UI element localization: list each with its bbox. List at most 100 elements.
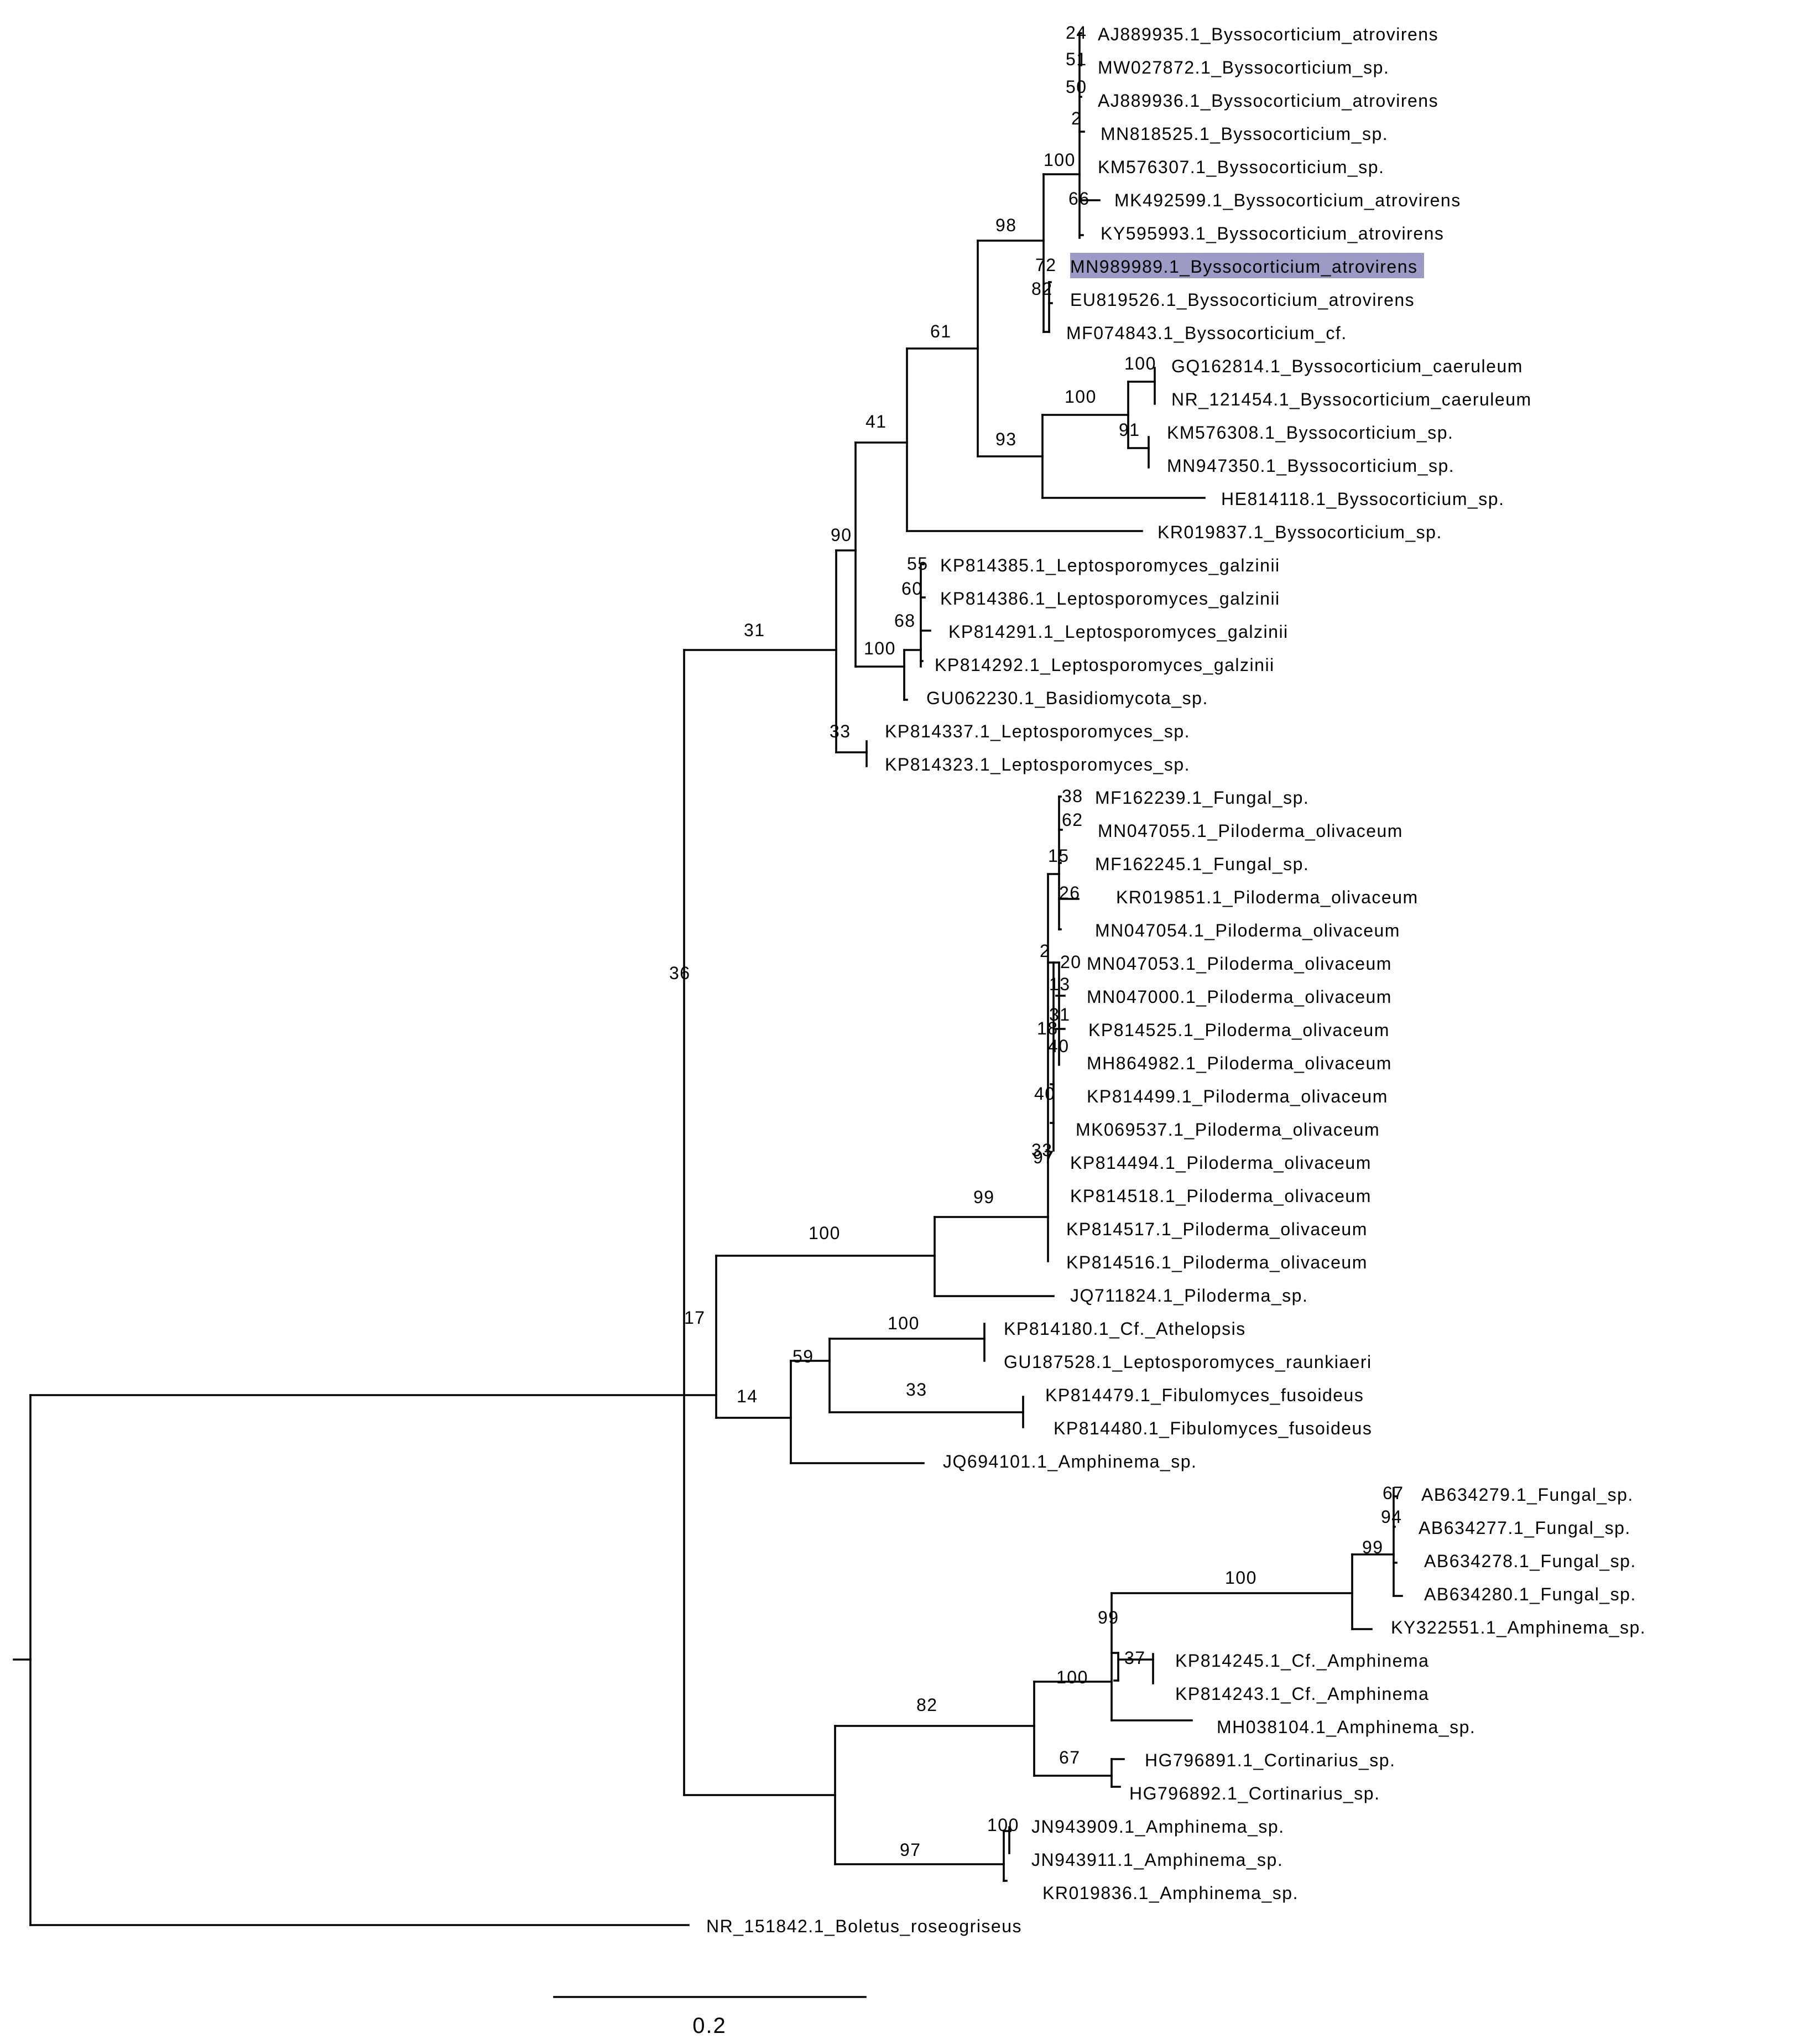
support-value: 66 (1068, 189, 1090, 209)
taxon-label: MN047000.1_Piloderma_olivaceum (1087, 987, 1392, 1007)
taxon-label: MW027872.1_Byssocorticium_sp. (1098, 58, 1389, 77)
scale-bar-label: 0.2 (692, 2014, 727, 2038)
support-value: 100 (1065, 387, 1097, 407)
tree-branches (13, 32, 1403, 1926)
taxon-label: AB634277.1_Fungal_sp. (1419, 1518, 1631, 1538)
taxon-label: GU062230.1_Basidiomycota_sp. (926, 688, 1208, 708)
support-value: 90 (831, 525, 852, 545)
taxon-label: KP814385.1_Leptosporomyces_galzinii (940, 555, 1280, 575)
support-value: 60 (901, 579, 923, 599)
support-value: 41 (865, 412, 887, 431)
taxon-label: KP814323.1_Leptosporomyces_sp. (885, 755, 1190, 774)
taxon-label: EU819526.1_Byssocorticium_atrovirens (1070, 290, 1415, 310)
taxon-label: KP814517.1_Piloderma_olivaceum (1066, 1219, 1368, 1239)
taxon-label: HG796891.1_Cortinarius_sp. (1145, 1750, 1395, 1770)
taxon-label: MH038104.1_Amphinema_sp. (1217, 1717, 1475, 1737)
taxon-label: KR019851.1_Piloderma_olivaceum (1116, 887, 1419, 907)
taxon-label: MK492599.1_Byssocorticium_atrovirens (1114, 190, 1461, 210)
taxon-label: KP814337.1_Leptosporomyces_sp. (885, 721, 1190, 741)
taxon-label-highlighted: MN989989.1_Byssocorticium_atrovirens (1070, 257, 1417, 277)
support-value: 2 (1040, 941, 1050, 961)
taxon-label: GQ162814.1_Byssocorticium_caeruleum (1171, 356, 1523, 376)
support-value: 100 (1044, 150, 1076, 170)
taxon-label: MF162239.1_Fungal_sp. (1095, 788, 1309, 808)
support-value: 2 (1071, 108, 1082, 128)
taxon-label: KP814180.1_Cf._Athelopsis (1004, 1319, 1246, 1339)
taxon-label: JN943911.1_Amphinema_sp. (1031, 1850, 1283, 1870)
support-value: 100 (1225, 1568, 1257, 1588)
support-value: 51 (1066, 49, 1087, 69)
support-value: 31 (744, 620, 765, 640)
support-value: 68 (894, 611, 916, 631)
taxon-label: MN047053.1_Piloderma_olivaceum (1087, 954, 1392, 974)
support-value: 40 (1034, 1084, 1056, 1104)
taxon-label: NR_151842.1_Boletus_roseogriseus (706, 1916, 1022, 1936)
taxon-label: HG796892.1_Cortinarius_sp. (1129, 1783, 1380, 1803)
support-value: 62 (1062, 810, 1083, 830)
taxon-label: MF074843.1_Byssocorticium_cf. (1066, 323, 1347, 343)
support-value: 33 (1031, 1140, 1053, 1160)
support-value: 100 (809, 1223, 841, 1243)
support-value: 100 (864, 638, 896, 658)
support-value: 40 (1048, 1036, 1070, 1056)
taxon-label: AJ889936.1_Byssocorticium_atrovirens (1098, 91, 1438, 111)
support-value: 20 (1060, 952, 1082, 972)
taxon-label: MN947350.1_Byssocorticium_sp. (1167, 456, 1454, 476)
taxon-label: KP814494.1_Piloderma_olivaceum (1070, 1153, 1372, 1173)
support-value: 100 (1056, 1667, 1088, 1687)
taxon-label: JN943909.1_Amphinema_sp. (1031, 1817, 1285, 1837)
support-value: 100 (1124, 353, 1156, 373)
taxon-labels: AJ889935.1_Byssocorticium_atrovirens MW0… (706, 24, 1646, 1936)
taxon-label: MN818525.1_Byssocorticium_sp. (1101, 124, 1388, 144)
support-value: 67 (1383, 1483, 1404, 1503)
support-value: 82 (916, 1695, 938, 1715)
taxon-label: KP814499.1_Piloderma_olivaceum (1087, 1086, 1388, 1106)
support-value: 14 (737, 1386, 758, 1406)
support-value: 97 (1033, 1147, 1055, 1167)
highlight-box (1070, 253, 1424, 278)
support-value: 24 (1066, 23, 1087, 43)
support-value: 82 (1031, 279, 1053, 299)
support-value: 33 (830, 721, 851, 741)
taxon-label: JQ694101.1_Amphinema_sp. (943, 1452, 1197, 1471)
taxon-label: GU187528.1_Leptosporomyces_raunkiaeri (1004, 1352, 1372, 1372)
support-value: 37 (1124, 1648, 1146, 1668)
support-value: 59 (792, 1346, 814, 1366)
support-value: 50 (1066, 77, 1087, 97)
taxon-label: KP814291.1_Leptosporomyces_galzinii (948, 622, 1289, 642)
taxon-label: KP814292.1_Leptosporomyces_galzinii (935, 655, 1275, 675)
support-value: 13 (1049, 974, 1071, 994)
support-value: 15 (1048, 846, 1070, 866)
taxon-label: HE814118.1_Byssocorticium_sp. (1221, 489, 1504, 509)
taxon-label: KY322551.1_Amphinema_sp. (1391, 1617, 1646, 1637)
taxon-label: MF162245.1_Fungal_sp. (1095, 854, 1309, 874)
taxon-label: KM576307.1_Byssocorticium_sp. (1098, 157, 1384, 177)
taxon-label: KP814525.1_Piloderma_olivaceum (1088, 1020, 1390, 1040)
support-value: 61 (930, 321, 952, 341)
support-values: 24 51 50 2 100 66 72 82 98 100 100 91 93… (669, 23, 1404, 1860)
support-value: 26 (1059, 883, 1081, 903)
taxon-label: KP814518.1_Piloderma_olivaceum (1070, 1186, 1372, 1206)
taxon-label: KP814243.1_Cf._Amphinema (1175, 1684, 1429, 1704)
taxon-label: MH864982.1_Piloderma_olivaceum (1087, 1053, 1392, 1073)
support-value: 36 (669, 963, 691, 983)
taxon-label: AJ889935.1_Byssocorticium_atrovirens (1098, 24, 1438, 44)
support-value: 55 (907, 554, 929, 574)
support-value: 98 (995, 215, 1017, 235)
support-value: 97 (900, 1840, 921, 1860)
taxon-label: KP814245.1_Cf._Amphinema (1175, 1651, 1429, 1671)
support-value: 72 (1035, 255, 1057, 275)
support-value: 38 (1062, 786, 1083, 806)
support-value: 33 (906, 1380, 927, 1400)
support-value: 99 (973, 1187, 995, 1207)
taxon-label: MN047055.1_Piloderma_olivaceum (1098, 821, 1403, 841)
support-value: 99 (1362, 1537, 1384, 1557)
support-value: 94 (1381, 1507, 1402, 1527)
taxon-label: MK069537.1_Piloderma_olivaceum (1076, 1120, 1380, 1140)
taxon-label: AB634278.1_Fungal_sp. (1424, 1551, 1636, 1571)
support-value: 67 (1059, 1747, 1081, 1767)
support-value: 99 (1098, 1608, 1119, 1627)
taxon-label: JQ711824.1_Piloderma_sp. (1070, 1286, 1308, 1306)
support-value: 31 (1049, 1005, 1071, 1024)
